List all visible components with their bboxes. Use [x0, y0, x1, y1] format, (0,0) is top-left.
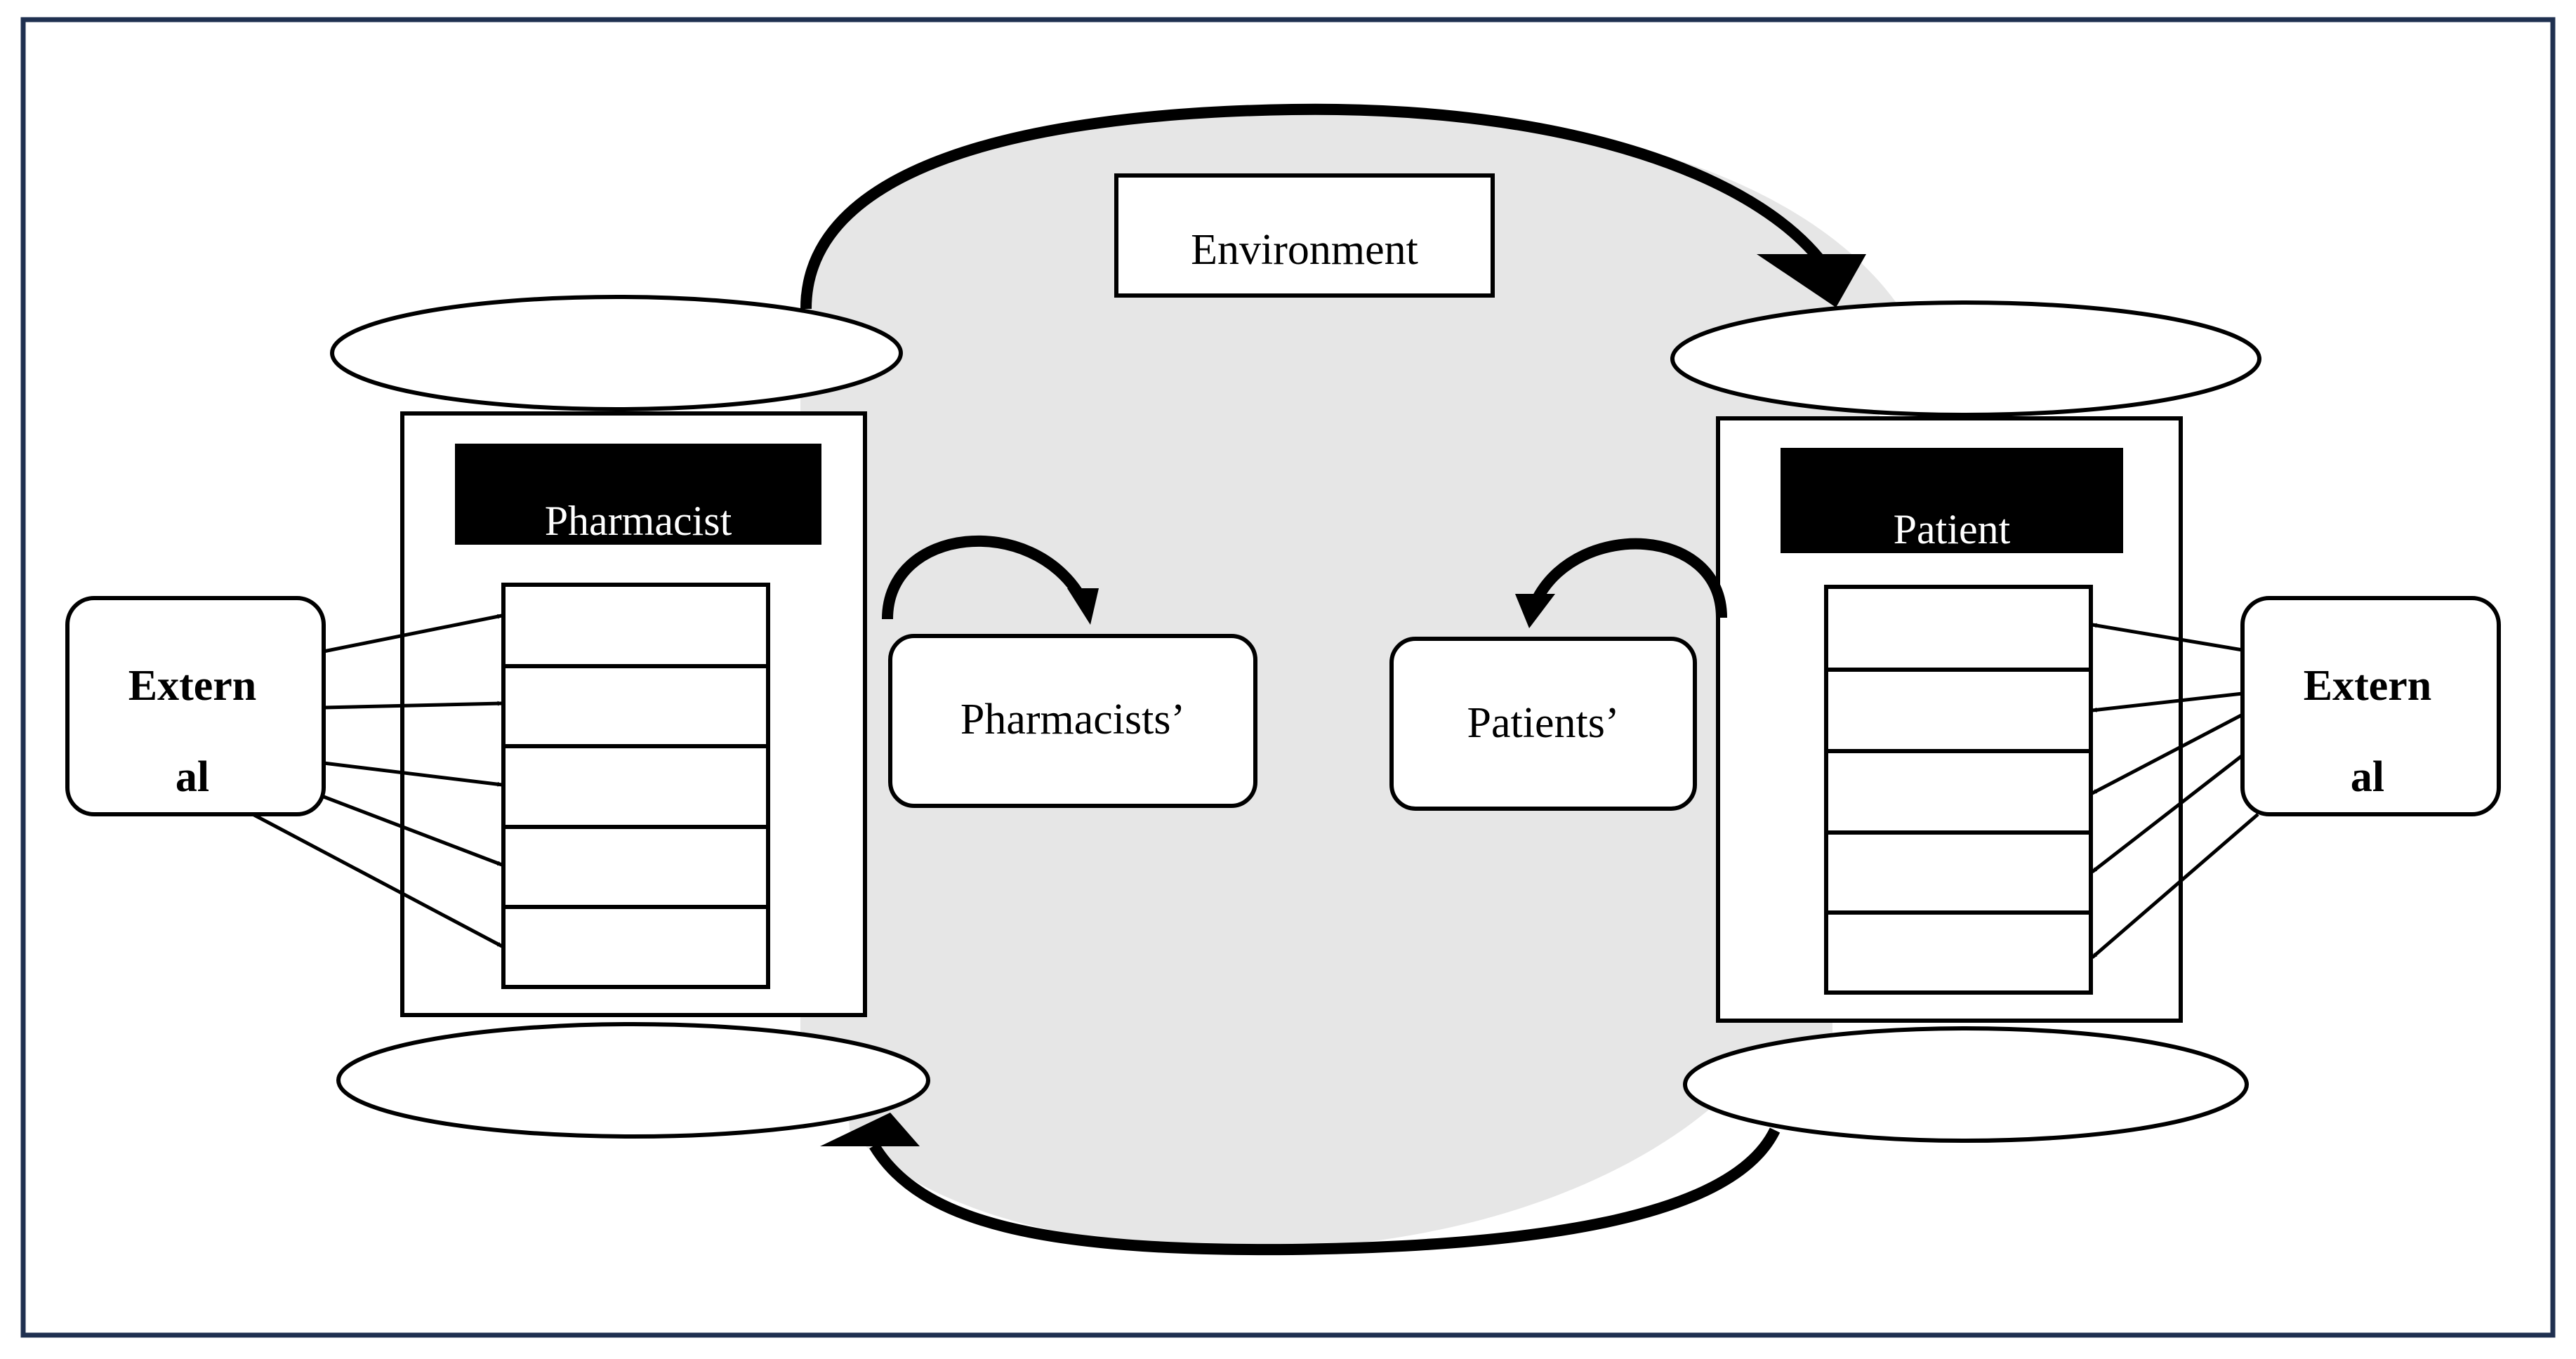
right-stack: [1824, 585, 2093, 995]
left-stack-cell: [501, 825, 770, 909]
right-stack-cell: [1824, 668, 2093, 753]
right-external-box: Extern al: [2240, 596, 2501, 816]
right-output-label: Patients’: [1467, 699, 1620, 747]
left-stack: [501, 583, 770, 989]
right-external-label-line2: al: [2351, 753, 2384, 801]
right-external-arrows: [2091, 623, 2259, 959]
right-stack-cell: [1824, 749, 2093, 835]
right-header-label: Patient: [1894, 506, 2011, 552]
right-top-ellipse: [1670, 300, 2261, 417]
left-external-label-line2: al: [176, 753, 209, 801]
environment-label-box: Environment: [1114, 173, 1495, 298]
right-stack-cell: [1824, 910, 2093, 995]
right-header-bar: [1781, 448, 2123, 553]
left-header-label: Pharmacist: [545, 498, 732, 544]
top-flow-arrow: [800, 103, 1866, 310]
left-external-label-line1: Extern: [128, 662, 257, 710]
right-stack-cell: [1824, 830, 2093, 915]
left-stack-cell: [501, 664, 770, 748]
left-output-label: Pharmacists’: [960, 696, 1185, 743]
right-output-curve-arrow: [1515, 538, 1727, 628]
bottom-flow-arrow: [820, 1113, 1781, 1256]
right-stack-cell: [1824, 585, 2093, 672]
right-output-box: Patients’: [1389, 637, 1697, 811]
left-output-curve-arrow: [882, 535, 1099, 625]
environment-label: Environment: [1191, 226, 1418, 274]
left-bottom-ellipse: [336, 1022, 930, 1139]
left-external-arrows: [251, 614, 503, 948]
left-external-box: Extern al: [65, 596, 326, 816]
left-top-ellipse: [330, 295, 903, 411]
right-external-label-line1: Extern: [2304, 662, 2432, 710]
left-stack-cell: [501, 744, 770, 829]
left-stack-cell: [501, 905, 770, 989]
left-stack-cell: [501, 583, 770, 668]
right-bottom-ellipse: [1683, 1026, 2249, 1143]
left-output-box: Pharmacists’: [888, 634, 1257, 808]
left-header-bar: [455, 444, 821, 545]
